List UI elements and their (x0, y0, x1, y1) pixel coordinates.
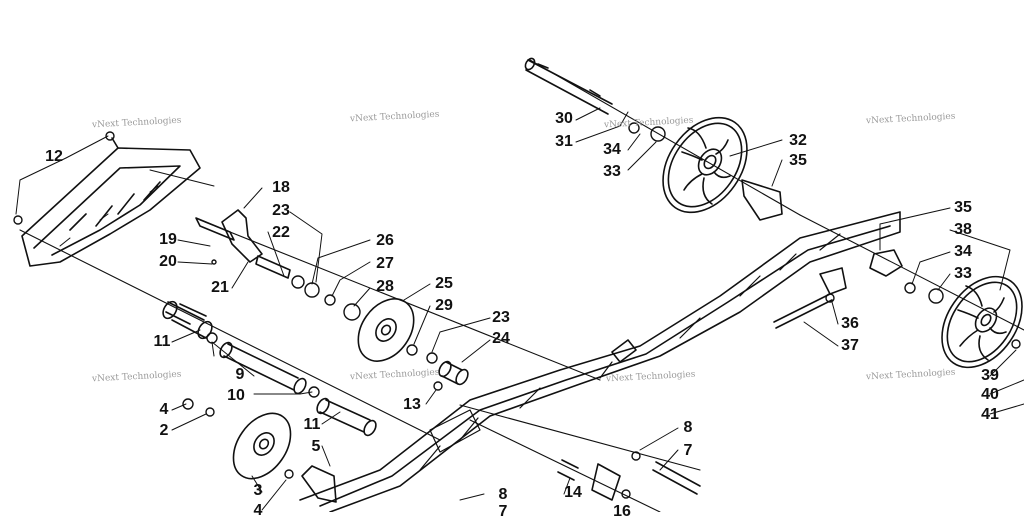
callout-label: 20 (159, 253, 177, 270)
callout-label: 7 (498, 503, 508, 520)
callout-label: 19 (159, 231, 177, 248)
callout-label: 21 (211, 279, 229, 296)
callout-label: 16 (613, 503, 631, 520)
left-rail (21, 137, 215, 267)
callout-label: 25 (435, 275, 453, 292)
callout-label: 40 (981, 386, 999, 403)
callout-label: 13 (403, 396, 421, 413)
callout-label: 23 (272, 202, 290, 219)
callout-label: 23 (492, 309, 510, 326)
callout-label: 9 (235, 366, 245, 383)
wheel-38 (941, 275, 1023, 369)
callout-label: 7 (683, 442, 693, 459)
callout-label: 22 (272, 224, 290, 241)
callout-label: 39 (981, 367, 999, 384)
callout-label: 33 (954, 265, 972, 282)
callout-label: 30 (555, 110, 573, 127)
callout-label: 34 (603, 141, 621, 158)
callout-label: 38 (954, 221, 972, 238)
callout-label: 35 (954, 199, 972, 216)
callout-label: 32 (789, 132, 807, 149)
callout-label: 18 (272, 179, 290, 196)
callout-label: 10 (227, 387, 245, 404)
callout-label: 8 (498, 486, 508, 503)
leader-lines (15, 107, 1024, 511)
callout-label: 24 (492, 330, 510, 347)
callout-label: 26 (376, 232, 394, 249)
callout-label: 29 (435, 297, 453, 314)
callout-label: 36 (841, 315, 859, 332)
axis-lines (19, 59, 1024, 513)
callout-label: 27 (376, 255, 394, 272)
callout-label: 33 (603, 163, 621, 180)
callout-label: 35 (789, 152, 807, 169)
callout-label: 11 (303, 416, 321, 433)
callout-label: 31 (555, 133, 573, 150)
callout-label: 8 (683, 419, 693, 436)
callout-label: 37 (841, 337, 859, 354)
callout-label: 41 (981, 406, 999, 423)
callout-label: 14 (564, 484, 582, 501)
rear-arm (195, 209, 291, 279)
washers (13, 122, 1021, 499)
callout-label: 5 (311, 438, 321, 455)
callout-label: 28 (376, 278, 394, 295)
callout-label: 4 (159, 401, 169, 418)
wheel-32 (662, 116, 748, 214)
callout-label: 12 (45, 148, 63, 165)
callout-label: 11 (153, 333, 171, 350)
callout-label: 34 (954, 243, 972, 260)
callout-label: 3 (253, 482, 263, 499)
wheel-3 (232, 412, 292, 480)
callout-label: 2 (159, 422, 169, 439)
spacers (162, 57, 903, 503)
main-rail (299, 211, 901, 513)
callout-label: 4 (253, 502, 263, 519)
wheel-25 (357, 298, 415, 362)
